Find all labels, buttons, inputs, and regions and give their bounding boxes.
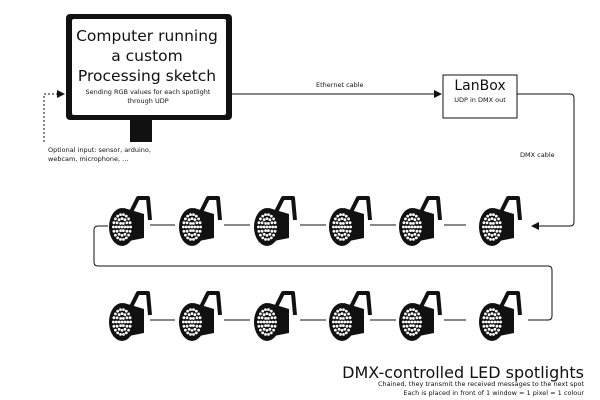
- led-spotlight-icon: [399, 291, 442, 341]
- spotlight-bracket: [124, 196, 152, 223]
- dmx-cable-label: DMX cable: [520, 151, 555, 159]
- optional-input-arrow: [43, 90, 65, 142]
- led-spotlight-icon: [179, 291, 222, 341]
- spotlight-bracket: [414, 196, 442, 223]
- spotlight-bracket: [494, 291, 522, 318]
- led-spotlight-icon: [329, 196, 372, 246]
- lanbox-subtitle: UDP in DMX out: [454, 96, 506, 104]
- led-spotlight-icon: [254, 196, 297, 246]
- led-spotlight-icon: [109, 196, 152, 246]
- led-spotlight-icon: [479, 291, 522, 341]
- spotlight-leds: [332, 308, 352, 336]
- spotlights-title: DMX-controlled LED spotlights: [342, 363, 584, 382]
- spotlight-leds: [482, 308, 502, 336]
- led-spotlight-icon: [329, 291, 372, 341]
- spotlight-bracket: [194, 291, 222, 318]
- ethernet-cable-label: Ethernet cable: [316, 81, 364, 89]
- lanbox-title: LanBox: [454, 78, 506, 94]
- computer-subtitle: Sending RGB values for each spotlight th…: [85, 88, 211, 105]
- led-spotlight-icon: [479, 196, 522, 246]
- spotlight-leds: [257, 213, 277, 241]
- spotlight-row-top: [109, 196, 522, 246]
- spotlight-bracket: [414, 291, 442, 318]
- spotlight-leds: [402, 213, 422, 241]
- dmx-cable-line: [517, 93, 575, 230]
- led-spotlight-icon: [179, 196, 222, 246]
- spotlight-leds: [332, 213, 352, 241]
- spotlight-leds: [182, 308, 202, 336]
- spotlight-bracket: [344, 291, 372, 318]
- spotlight-chain-cables: [93, 224, 553, 321]
- spotlight-bracket: [269, 291, 297, 318]
- spotlight-bracket: [494, 196, 522, 223]
- spotlight-row-bottom: [109, 291, 522, 341]
- spotlight-leds: [182, 213, 202, 241]
- spotlights-caption-2: Each is placed in front of 1 window = 1 …: [403, 389, 584, 397]
- led-spotlight-icon: [254, 291, 297, 341]
- monitor-screen: [72, 19, 226, 115]
- monitor-stand: [130, 120, 152, 142]
- led-spotlight-icon: [399, 196, 442, 246]
- spotlight-leds: [112, 213, 132, 241]
- spotlight-bracket: [194, 196, 222, 223]
- computer-title: Computer running a custom Processing ske…: [76, 27, 218, 85]
- optional-input-note: Optional input: sensor, arduino, webcam,…: [48, 146, 151, 163]
- monitor-icon: [66, 14, 232, 142]
- spotlight-bracket: [344, 196, 372, 223]
- led-spotlight-icon: [109, 291, 152, 341]
- spotlights-caption-1: Chained, they transmit the received mess…: [377, 380, 584, 388]
- lanbox-box: [442, 74, 518, 119]
- spotlight-leds: [482, 213, 502, 241]
- spotlight-leds: [257, 308, 277, 336]
- spotlight-bracket: [124, 291, 152, 318]
- spotlight-bracket: [269, 196, 297, 223]
- spotlight-leds: [112, 308, 132, 336]
- spotlight-leds: [402, 308, 422, 336]
